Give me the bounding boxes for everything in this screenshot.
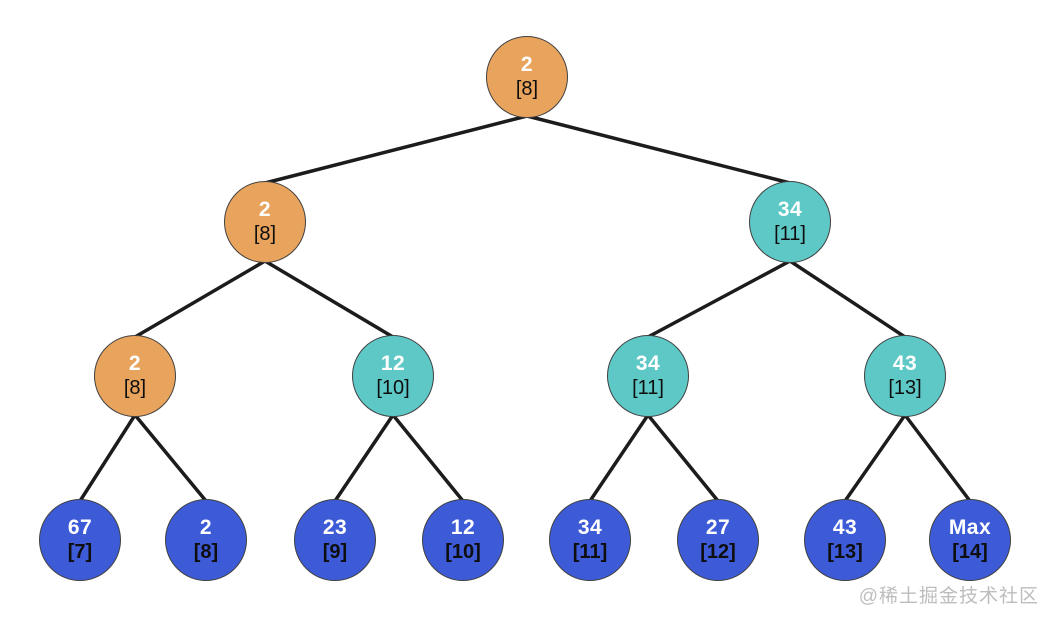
tree-node-l7: 43[13] xyxy=(804,499,886,581)
node-value: 27 xyxy=(705,515,731,539)
node-range: [9] xyxy=(322,540,348,563)
node-range: [10] xyxy=(445,540,481,563)
node-range: [13] xyxy=(888,376,922,399)
tree-edge-n4-l3 xyxy=(333,413,395,503)
tree-edge-n5-l5 xyxy=(588,413,650,503)
node-value: 2 xyxy=(128,351,142,375)
node-range: [11] xyxy=(774,222,806,245)
tree-edge-root-n1 xyxy=(263,114,529,185)
tree-node-l5: 34[11] xyxy=(549,499,631,581)
node-value: Max xyxy=(948,515,992,539)
node-range: [8] xyxy=(193,540,219,563)
node-value: 2 xyxy=(199,515,213,539)
node-range: [8] xyxy=(123,376,147,399)
tree-edge-n2-n6 xyxy=(788,259,907,339)
node-value: 34 xyxy=(635,351,661,375)
node-range: [7] xyxy=(67,540,93,563)
tree-node-n5: 34[11] xyxy=(607,335,689,417)
tree-edge-n4-l4 xyxy=(391,413,465,503)
node-value: 23 xyxy=(322,515,348,539)
node-range: [10] xyxy=(376,376,410,399)
node-value: 2 xyxy=(258,197,272,221)
tree-node-n6: 43[13] xyxy=(864,335,946,417)
tree-edge-n1-n3 xyxy=(133,259,267,339)
node-range: [13] xyxy=(827,540,863,563)
tree-node-l3: 23[9] xyxy=(294,499,376,581)
node-range: [14] xyxy=(952,540,988,563)
tree-node-l8: Max[14] xyxy=(929,499,1011,581)
tree-edge-n6-l8 xyxy=(903,413,972,503)
node-value: 12 xyxy=(380,351,406,375)
tree-edge-n2-n5 xyxy=(646,259,792,339)
tree-node-l6: 27[12] xyxy=(677,499,759,581)
node-range: [11] xyxy=(632,376,664,399)
tree-node-n1: 2[8] xyxy=(224,181,306,263)
node-value: 34 xyxy=(777,197,803,221)
tree-node-root: 2[8] xyxy=(486,36,568,118)
node-value: 34 xyxy=(577,515,603,539)
tree-node-n2: 34[11] xyxy=(749,181,831,263)
tree-node-l4: 12[10] xyxy=(422,499,504,581)
tree-edge-n1-n4 xyxy=(263,259,395,339)
tree-edge-n3-l2 xyxy=(133,413,208,503)
tree-edge-root-n2 xyxy=(525,114,792,185)
tree-node-n3: 2[8] xyxy=(94,335,176,417)
node-range: [8] xyxy=(253,222,277,245)
tree-edge-n3-l1 xyxy=(78,413,137,503)
tree-node-l1: 67[7] xyxy=(39,499,121,581)
tree-edge-n6-l7 xyxy=(843,413,907,503)
node-range: [8] xyxy=(515,77,539,100)
tree-node-l2: 2[8] xyxy=(165,499,247,581)
watermark: @稀土掘金技术社区 xyxy=(858,586,1039,607)
node-value: 43 xyxy=(832,515,858,539)
node-value: 43 xyxy=(892,351,918,375)
tree-node-n4: 12[10] xyxy=(352,335,434,417)
node-value: 12 xyxy=(450,515,476,539)
node-value: 2 xyxy=(520,52,534,76)
node-range: [11] xyxy=(572,540,608,563)
tree-edge-n5-l6 xyxy=(646,413,720,503)
node-value: 67 xyxy=(67,515,93,539)
node-range: [12] xyxy=(700,540,736,563)
